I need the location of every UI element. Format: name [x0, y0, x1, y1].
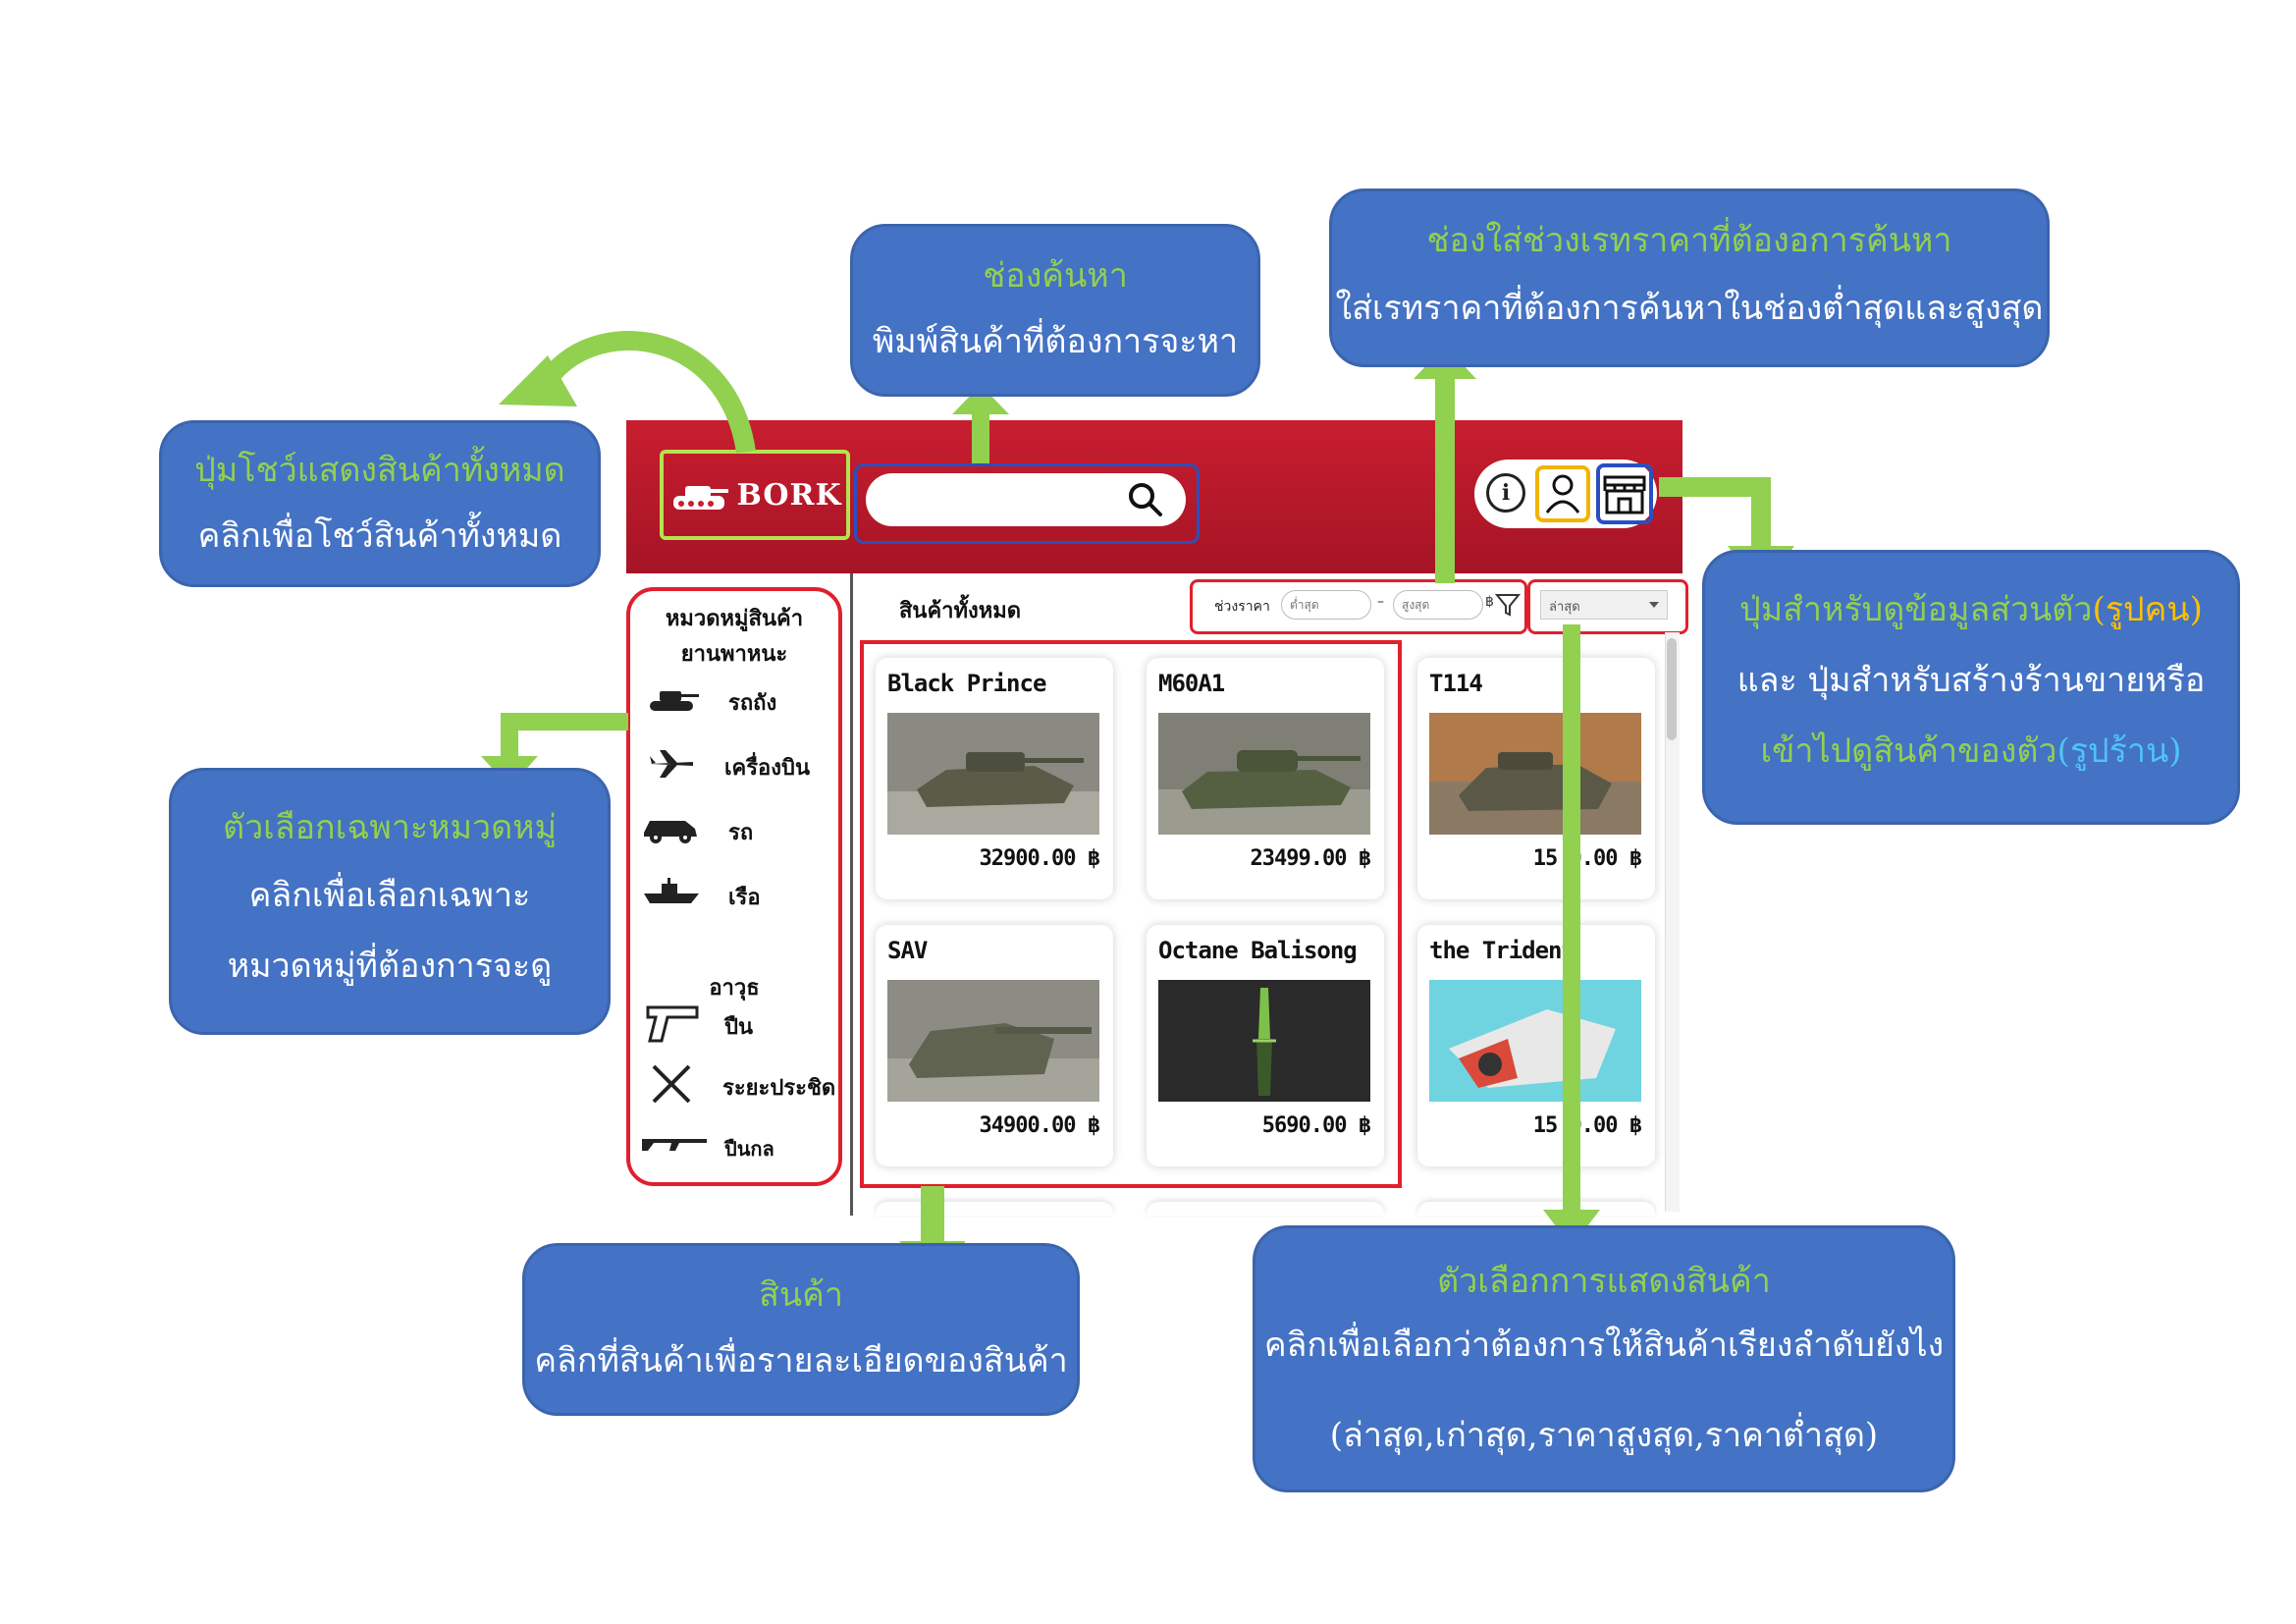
search-highlight — [854, 463, 1200, 544]
price-max-input[interactable] — [1393, 590, 1483, 620]
callout-title: ปุ่มโชว์แสดงสินค้าทั้งหมด — [194, 451, 565, 490]
product-name: M60A1 — [1158, 670, 1225, 697]
app-window: BORK i — [626, 420, 1688, 1216]
product-card[interactable]: SAV 34900.00 ฿ — [876, 925, 1113, 1166]
price-filter-label: ช่วงราคา — [1214, 599, 1270, 615]
product-card[interactable]: Black Prince 32900.00 ฿ — [876, 658, 1113, 899]
shop-button[interactable] — [1596, 463, 1653, 524]
callout-description: ใส่เรทราคาที่ต้องการค้นหาในช่องต่ำสุดและ… — [1335, 288, 2044, 328]
rifle-icon[interactable] — [640, 1131, 709, 1155]
product-name: the Trident — [1429, 937, 1575, 964]
sidebar-item-plane[interactable]: เครื่องบิน — [724, 756, 811, 781]
callout-title: ช่องใส่ช่วงเรทราคาที่ต้องอการค้นหา — [1426, 221, 1952, 260]
user-profile-button[interactable] — [1535, 465, 1590, 522]
product-grid-highlight — [860, 640, 1402, 1188]
header-icon-group: i — [1474, 460, 1657, 528]
price-filter: ช่วงราคา – ฿ — [1190, 579, 1527, 634]
sort-selected: ล่าสุด — [1549, 600, 1580, 615]
price-dash: – — [1377, 594, 1384, 610]
sidebar-item-melee[interactable]: ระยะประชิด — [722, 1076, 836, 1101]
content-divider — [850, 573, 853, 1216]
shop-icon — [1603, 475, 1646, 514]
scrollbar[interactable] — [1665, 632, 1680, 1212]
callout-sort: ตัวเลือกการแสดงสินค้า คลิกเพื่อเลือกว่าต… — [1253, 1225, 1955, 1492]
callout-description-highlight: (รูปร้าน) — [2056, 731, 2182, 771]
car-icon[interactable] — [640, 811, 701, 844]
callout-description: คลิกเพื่อเลือกเฉพาะ — [248, 875, 531, 915]
product-name: SAV — [887, 937, 928, 964]
swords-icon[interactable] — [648, 1060, 695, 1108]
callout-all-products: ปุ่มโชว์แสดงสินค้าทั้งหมด คลิกเพื่อโชว์ส… — [159, 420, 601, 587]
product-image — [1158, 980, 1370, 1102]
sidebar-item-ship[interactable]: เรือ — [728, 886, 761, 910]
plane-icon[interactable] — [648, 748, 695, 780]
callout-description: เข้าไปดูสินค้าของตัว — [1760, 731, 2057, 771]
product-image — [1158, 713, 1370, 835]
product-name: T114 — [1429, 670, 1483, 697]
user-icon — [1545, 474, 1580, 514]
callout-title-highlight: (รูปคน) — [2092, 590, 2203, 629]
product-card-partial[interactable] — [1147, 1202, 1384, 1216]
callout-price-range: ช่องใส่ช่วงเรทราคาที่ต้องอการค้นหา ใส่เร… — [1329, 189, 2050, 367]
sidebar-item-machinegun[interactable]: ปืนกล — [724, 1137, 774, 1161]
sidebar-item-car[interactable]: รถ — [728, 821, 754, 845]
sidebar-title: หมวดหมู่สินค้า — [665, 607, 804, 631]
product-card[interactable]: Octane Balisong 5690.00 ฿ — [1147, 925, 1384, 1166]
product-price: 23499.00 ฿ — [1250, 846, 1371, 871]
product-image — [887, 980, 1099, 1102]
info-icon[interactable]: i — [1486, 473, 1525, 513]
callout-product: สินค้า คลิกที่สินค้าเพื่อรายละเอียดของสิ… — [522, 1243, 1080, 1416]
product-image — [887, 713, 1099, 835]
pistol-icon[interactable] — [644, 1001, 699, 1043]
section-title: สินค้าทั้งหมด — [899, 599, 1022, 623]
filter-icon[interactable] — [1495, 592, 1521, 618]
product-price: 32900.00 ฿ — [979, 846, 1100, 871]
product-name: Black Prince — [887, 670, 1046, 697]
product-price: 5690.00 ฿ — [1261, 1113, 1371, 1138]
callout-description: คลิกเพื่อเลือกว่าต้องการให้สินค้าเรียงลำ… — [1263, 1325, 1945, 1365]
sidebar-item-pistol[interactable]: ปืน — [724, 1015, 754, 1040]
product-card[interactable]: the Trident 15 0.00 ฿ — [1417, 925, 1655, 1166]
callout-title: ปุ่มสำหรับดูข้อมูลส่วนตัว — [1739, 590, 2093, 629]
callout-title: ตัวเลือกเฉพาะหมวดหมู่ — [223, 808, 557, 847]
tank-icon[interactable] — [644, 683, 699, 715]
product-price: 34900.00 ฿ — [979, 1113, 1100, 1138]
chevron-down-icon — [1649, 602, 1659, 608]
callout-profile-shop: ปุ่มสำหรับดูข้อมูลส่วนตัว(รูปคน) และ ปุ่… — [1702, 550, 2240, 825]
scrollbar-thumb[interactable] — [1667, 638, 1677, 740]
callout-title: ตัวเลือกการแสดงสินค้า — [1437, 1262, 1771, 1301]
callout-description: และ ปุ่มสำหรับสร้างร้านขายหรือ — [1736, 660, 2206, 700]
logo-text: BORK — [736, 477, 842, 513]
callout-description: (ล่าสุด,เก่าสุด,ราคาสูงสุด,ราคาต่ำสุด) — [1329, 1415, 1879, 1455]
callout-description: หมวดหมู่ที่ต้องการจะดู — [227, 946, 553, 986]
callout-description: พิมพ์สินค้าที่ต้องการจะหา — [872, 321, 1239, 361]
sort-dropdown[interactable]: ล่าสุด — [1540, 590, 1668, 620]
price-min-input[interactable] — [1281, 590, 1371, 620]
sidebar-group-heading: ยานพาหนะ — [680, 642, 788, 667]
sidebar-item-tank[interactable]: รถถัง — [728, 691, 777, 716]
product-price: 15 0.00 ฿ — [1532, 1113, 1642, 1138]
logo-button[interactable]: BORK — [660, 450, 850, 540]
ship-icon[interactable] — [642, 876, 701, 905]
callout-description: คลิกเพื่อโชว์สินค้าทั้งหมด — [197, 515, 562, 556]
product-name: Octane Balisong — [1158, 937, 1358, 964]
callout-description: คลิกที่สินค้าเพื่อรายละเอียดของสินค้า — [534, 1340, 1068, 1380]
callout-title: สินค้า — [759, 1275, 843, 1315]
product-image — [1429, 980, 1641, 1102]
tank-logo-icon — [673, 486, 729, 510]
callout-category: ตัวเลือกเฉพาะหมวดหมู่ คลิกเพื่อเลือกเฉพา… — [169, 768, 611, 1035]
product-card[interactable]: M60A1 23499.00 ฿ — [1147, 658, 1384, 899]
sidebar-group-heading: อาวุธ — [709, 976, 760, 1001]
product-price: 15 0.00 ฿ — [1532, 846, 1642, 871]
callout-title: ช่องค้นหา — [983, 256, 1128, 296]
category-sidebar: หมวดหมู่สินค้า ยานพาหนะ รถถัง เครื่องบิน… — [626, 587, 842, 1186]
price-currency: ฿ — [1485, 594, 1494, 610]
sort-highlight: ล่าสุด — [1527, 579, 1688, 634]
callout-search: ช่องค้นหา พิมพ์สินค้าที่ต้องการจะหา — [850, 224, 1260, 397]
app-header: BORK i — [626, 420, 1682, 573]
search-icon[interactable] — [1125, 479, 1166, 520]
